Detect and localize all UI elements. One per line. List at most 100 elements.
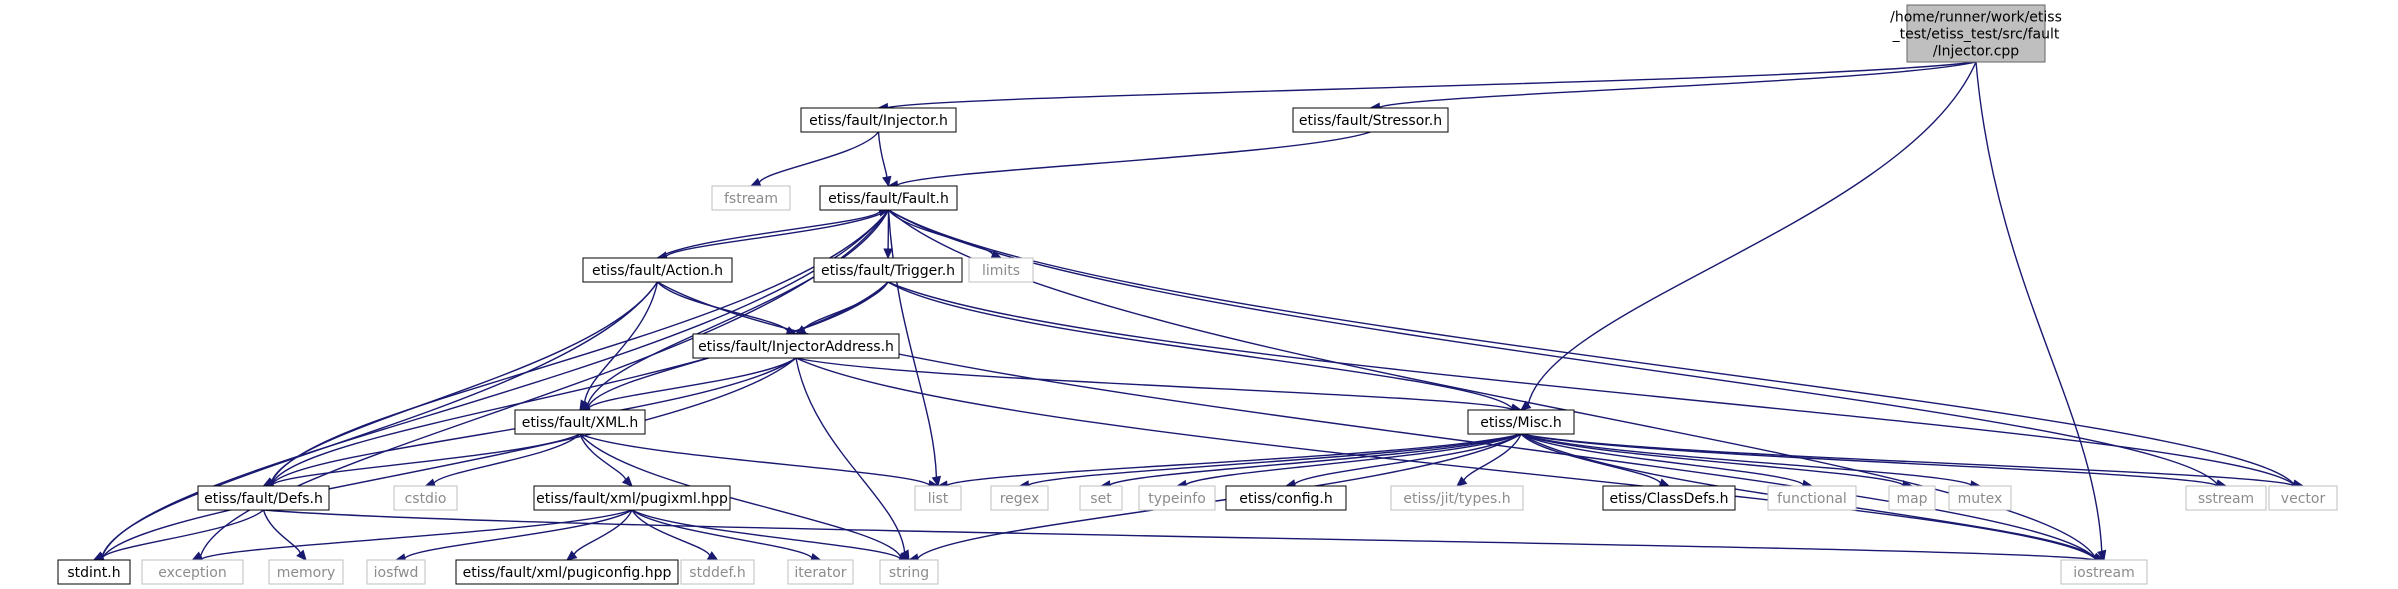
- edge-trigger_h-to-defs_h: [271, 281, 889, 484]
- edge-injectoraddress_h-to-stdint_h: [102, 357, 797, 558]
- edge-pugixml_hpp-to-pugiconfig_hpp: [573, 509, 633, 555]
- node-label: etiss/fault/Fault.h: [828, 191, 949, 207]
- edge-injectoraddress_h-to-iostream: [795, 357, 2096, 560]
- node-box: [393, 485, 458, 511]
- node-box: [1390, 485, 1524, 511]
- node-label: memory: [277, 565, 336, 581]
- node-label: iostream: [2073, 565, 2135, 581]
- arrowhead-fault_h-to-trigger_h: [883, 248, 893, 260]
- edge-xml_h-to-cstdio: [433, 433, 581, 484]
- edge-injector_h-to-fstream: [758, 131, 880, 183]
- node-label: etiss/fault/xml/pugiconfig.hpp: [463, 565, 672, 581]
- node-box: [787, 559, 854, 585]
- node-pugixml-hpp[interactable]: etiss/fault/xml/pugixml.hpp: [533, 485, 731, 511]
- node-label: stddef.h: [689, 565, 745, 581]
- node-label: functional: [1777, 491, 1847, 507]
- node-label: limits: [982, 263, 1020, 279]
- edge-fault_h-to-limits: [887, 209, 994, 255]
- edge-misc_h-to-functional: [1520, 433, 1804, 485]
- node-mutex: mutex: [1948, 485, 2012, 511]
- node-label: vector: [2281, 491, 2326, 507]
- node-config-h[interactable]: etiss/config.h: [1225, 485, 1347, 511]
- node-classdefs-h[interactable]: etiss/ClassDefs.h: [1602, 485, 1736, 511]
- edge-pugixml_hpp-to-string: [631, 509, 901, 559]
- node-box: [1079, 485, 1123, 511]
- node-box: [2185, 485, 2267, 511]
- node-box: [582, 257, 733, 283]
- edge-trigger_h-to-vector: [887, 281, 2295, 486]
- node-fstream: fstream: [711, 185, 791, 211]
- edge-defs_h-to-memory: [262, 509, 301, 554]
- node-label: /home/runner/work/etiss: [1890, 10, 2062, 26]
- edge-misc_h-to-vector: [1520, 433, 2295, 487]
- node-stdint-h[interactable]: stdint.h: [57, 559, 131, 585]
- node-box: [533, 485, 731, 511]
- node-sstream: sstream: [2185, 485, 2267, 511]
- node-label: etiss/jit/types.h: [1403, 491, 1510, 507]
- edge-injectoraddress_h-to-xml_h: [588, 357, 797, 409]
- arrowhead-injector_h-to-fault_h: [882, 175, 892, 188]
- node-box: [914, 485, 962, 511]
- node-label: /Injector.cpp: [1933, 44, 2019, 60]
- arrowhead-defs_h-to-memory: [296, 549, 307, 561]
- node-box: [1467, 409, 1575, 435]
- node-injector-h[interactable]: etiss/fault/Injector.h: [800, 107, 957, 133]
- node-box: [197, 485, 330, 511]
- node-label: etiss/fault/Trigger.h: [821, 263, 955, 279]
- node-box: [711, 185, 791, 211]
- node-defs-h[interactable]: etiss/fault/Defs.h: [197, 485, 330, 511]
- node-label: set: [1090, 491, 1112, 507]
- arrowhead-injector_h-to-fstream: [749, 177, 762, 187]
- node-label: etiss/fault/InjectorAddress.h: [698, 339, 894, 355]
- node-box: [268, 559, 344, 585]
- edge-pugixml_hpp-to-stddef_h: [631, 509, 711, 556]
- node-regex: regex: [990, 485, 1049, 511]
- node-exception: exception: [141, 559, 244, 585]
- edge-fault_h-to-vector: [888, 209, 2295, 485]
- edge-injector_cpp-to-misc_h: [1527, 61, 1977, 405]
- edge-injectoraddress_h-to-misc_h: [795, 357, 1513, 411]
- node-misc-h[interactable]: etiss/Misc.h: [1467, 409, 1575, 435]
- arrowhead-xml_h-to-pugixml_hpp: [621, 475, 633, 487]
- node-memory: memory: [268, 559, 344, 585]
- edge-pugixml_hpp-to-exception: [201, 509, 633, 560]
- node-box: [1138, 485, 1216, 511]
- node-box: [2060, 559, 2148, 585]
- node-stressor-h[interactable]: etiss/fault/Stressor.h: [1292, 107, 1449, 133]
- node-box: [1948, 485, 2012, 511]
- node-pugiconfig-hpp[interactable]: etiss/fault/xml/pugiconfig.hpp: [455, 559, 679, 585]
- edge-misc_h-to-list: [946, 433, 1522, 486]
- node-list: list: [914, 485, 962, 511]
- arrowhead-injector_cpp-to-misc_h: [1520, 400, 1532, 411]
- node-label: regex: [1000, 491, 1040, 507]
- node-injector-cpp[interactable]: /home/runner/work/etiss_test/etiss_test/…: [1890, 4, 2062, 63]
- node-fault-h[interactable]: etiss/fault/Fault.h: [819, 185, 958, 211]
- edge-fault_h-to-list: [887, 209, 938, 478]
- node-label: etiss/fault/xml/pugixml.hpp: [536, 491, 728, 507]
- node-action-h[interactable]: etiss/fault/Action.h: [582, 257, 733, 283]
- node-label: map: [1896, 491, 1927, 507]
- edge-pugixml_hpp-to-iterator: [631, 509, 813, 559]
- node-label: stdint.h: [67, 565, 120, 581]
- node-box: [1602, 485, 1736, 511]
- node-label: string: [889, 565, 929, 581]
- edge-action_h-to-iostream: [657, 281, 2096, 559]
- edge-action_h-to-xml_h: [583, 281, 659, 403]
- arrowhead-pugixml_hpp-to-pugiconfig_hpp: [566, 550, 578, 561]
- node-iosfwd: iosfwd: [366, 559, 426, 585]
- node-string: string: [879, 559, 939, 585]
- node-label: cstdio: [405, 491, 447, 507]
- node-box: [366, 559, 426, 585]
- node-xml-h[interactable]: etiss/fault/XML.h: [514, 409, 646, 435]
- node-box: [2268, 485, 2338, 511]
- node-set: set: [1079, 485, 1123, 511]
- node-label: fstream: [724, 191, 778, 207]
- edge-misc_h-to-map: [1520, 433, 1904, 486]
- edge-injector_cpp-to-iostream: [1975, 61, 2103, 552]
- edge-misc_h-to-regex: [1028, 433, 1522, 486]
- node-trigger-h[interactable]: etiss/fault/Trigger.h: [813, 257, 963, 283]
- node-injectoraddress-h[interactable]: etiss/fault/InjectorAddress.h: [692, 333, 900, 359]
- node-label: etiss/fault/Injector.h: [809, 113, 948, 129]
- node-box: [141, 559, 244, 585]
- node-box: [680, 559, 755, 585]
